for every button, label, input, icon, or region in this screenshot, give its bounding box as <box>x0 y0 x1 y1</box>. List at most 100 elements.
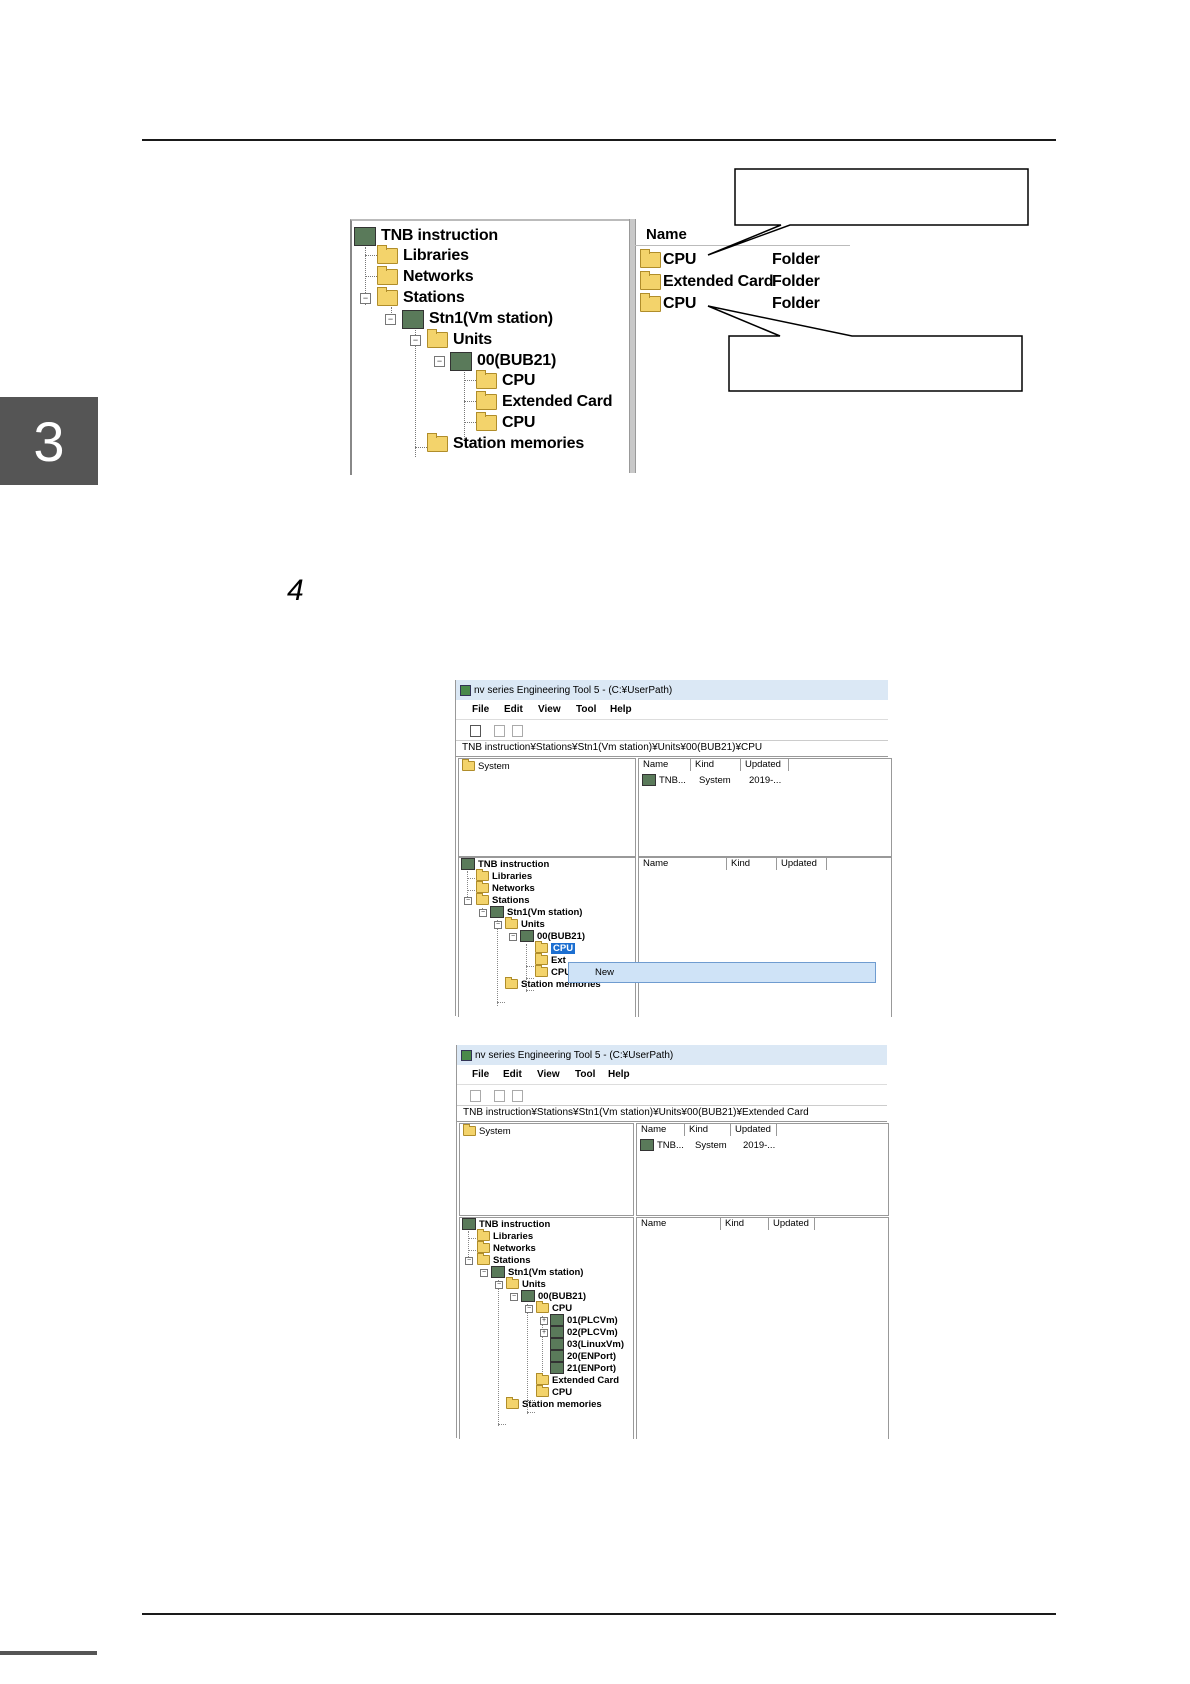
tree-item-vm[interactable]: 02(PLCVm) <box>550 1326 618 1338</box>
toolbar <box>457 1085 887 1106</box>
list-item[interactable]: TNB... System 2019-... <box>642 774 781 786</box>
menu-file[interactable]: File <box>472 1069 490 1080</box>
tree-item-cpu[interactable]: CPU <box>476 370 535 391</box>
tree-item-stations[interactable]: Stations <box>477 1253 530 1266</box>
column-header-kind[interactable]: Kind <box>727 858 777 870</box>
column-header-updated[interactable]: Updated <box>777 858 827 870</box>
tree-item-cpu[interactable]: CPU <box>536 1385 572 1398</box>
tree-item-extended-card[interactable]: Extended Card <box>536 1373 619 1386</box>
tree-root[interactable]: TNB instruction <box>461 858 549 870</box>
tree-item-libraries[interactable]: Libraries <box>377 245 469 266</box>
tree-item-unit[interactable]: 00(BUB21) <box>450 351 556 371</box>
tree-item-networks[interactable]: Networks <box>377 266 474 287</box>
column-header-kind[interactable]: Kind <box>685 1124 731 1136</box>
tree-item-networks[interactable]: Networks <box>476 881 535 894</box>
collapse-icon[interactable]: − <box>410 335 421 346</box>
tree-item-libraries[interactable]: Libraries <box>477 1229 533 1242</box>
tree-item-port[interactable]: 21(ENPort) <box>550 1362 616 1374</box>
tree-item-cpu[interactable]: CPU <box>536 1301 572 1314</box>
menu-view[interactable]: View <box>538 704 561 715</box>
list-item[interactable]: TNB... System 2019-... <box>640 1139 775 1151</box>
column-header-kind[interactable]: Kind <box>721 1218 769 1230</box>
tree-item-units[interactable]: Units <box>427 329 492 350</box>
column-header-kind[interactable]: Kind <box>691 759 741 771</box>
menu-tool[interactable]: Tool <box>575 1069 596 1080</box>
collapse-icon[interactable]: − <box>495 1281 503 1289</box>
tree-item-cpu[interactable]: CPU <box>535 965 571 978</box>
collapse-icon[interactable]: − <box>510 1293 518 1301</box>
tree-item-port[interactable]: 20(ENPort) <box>550 1350 616 1362</box>
pane-splitter[interactable] <box>629 219 636 473</box>
menu-help[interactable]: Help <box>608 1069 630 1080</box>
column-header-updated[interactable]: Updated <box>731 1124 777 1136</box>
collapse-icon[interactable]: − <box>385 314 396 325</box>
tree-item-label: Extended Card <box>502 393 613 410</box>
tree-item-stations[interactable]: Stations <box>476 893 529 906</box>
menu-edit[interactable]: Edit <box>504 704 523 715</box>
tree-item-unit[interactable]: 00(BUB21) <box>520 930 585 942</box>
tree-item-libraries[interactable]: Libraries <box>476 869 532 882</box>
tree-item-station[interactable]: Stn1(Vm station) <box>490 906 582 918</box>
tree-item-cpu-selected[interactable]: CPU <box>535 941 576 954</box>
column-header-updated[interactable]: Updated <box>769 1218 815 1230</box>
tree-root[interactable]: TNB instruction <box>354 226 498 246</box>
tree-root[interactable]: TNB instruction <box>462 1218 550 1230</box>
window-title: nv series Engineering Tool 5 - (C:¥UserP… <box>475 1049 674 1061</box>
tree-item-unit[interactable]: 00(BUB21) <box>521 1290 586 1302</box>
tree-item-extended-card[interactable]: Extended Card <box>476 391 613 412</box>
column-header-name[interactable]: Name <box>639 759 691 771</box>
tree-item-station-memories[interactable]: Station memories <box>505 977 601 990</box>
tree-item-station[interactable]: Stn1(Vm station) <box>402 309 553 329</box>
tree-item-networks[interactable]: Networks <box>477 1241 536 1254</box>
tree-item-station-memories[interactable]: Station memories <box>427 433 584 454</box>
menu-view[interactable]: View <box>537 1069 560 1080</box>
column-header-updated[interactable]: Updated <box>741 759 789 771</box>
expand-icon[interactable]: + <box>540 1317 548 1325</box>
menu-tool[interactable]: Tool <box>576 704 597 715</box>
list-pane: Name CPU Folder Extended Card Folder CPU… <box>635 219 850 473</box>
list-item[interactable]: CPU <box>640 293 696 314</box>
copy-icon[interactable] <box>494 1090 505 1102</box>
tree-item-system[interactable]: System <box>462 759 510 772</box>
new-file-icon[interactable] <box>470 1090 481 1102</box>
column-header-name[interactable]: Name <box>637 1124 685 1136</box>
collapse-icon[interactable]: − <box>479 909 487 917</box>
collapse-icon[interactable]: − <box>465 1257 473 1265</box>
tree-item-vm[interactable]: 01(PLCVm) <box>550 1314 618 1326</box>
copy-icon[interactable] <box>494 725 505 737</box>
tree-item-cpu[interactable]: CPU <box>476 412 535 433</box>
column-header-name[interactable]: Name <box>637 1218 721 1230</box>
paste-icon[interactable] <box>512 725 523 737</box>
tree-item-system[interactable]: System <box>463 1124 511 1137</box>
app-screenshot-context-menu: nv series Engineering Tool 5 - (C:¥UserP… <box>455 680 892 1017</box>
context-menu-new[interactable]: New <box>595 967 615 978</box>
app-icon <box>461 1049 472 1061</box>
vm-icon <box>550 1314 564 1326</box>
menu-help[interactable]: Help <box>610 704 632 715</box>
collapse-icon[interactable]: − <box>464 897 472 905</box>
new-file-icon[interactable] <box>470 725 481 737</box>
footer-tab-line <box>0 1651 97 1655</box>
tree-item-units[interactable]: Units <box>506 1277 546 1290</box>
tree-item-label: Ext <box>551 954 566 966</box>
collapse-icon[interactable]: − <box>509 933 517 941</box>
collapse-icon[interactable]: − <box>434 356 445 367</box>
tree-item-extended-card[interactable]: Ext <box>535 953 566 966</box>
expand-icon[interactable]: + <box>540 1329 548 1337</box>
menu-edit[interactable]: Edit <box>503 1069 522 1080</box>
collapse-icon[interactable]: − <box>525 1305 533 1313</box>
collapse-icon[interactable]: − <box>480 1269 488 1277</box>
tree-item-units[interactable]: Units <box>505 917 545 930</box>
tree-item-station-memories[interactable]: Station memories <box>506 1397 602 1410</box>
column-header-name[interactable]: Name <box>639 858 727 870</box>
tree-item-stations[interactable]: Stations <box>377 287 465 308</box>
tree-item-station[interactable]: Stn1(Vm station) <box>491 1266 583 1278</box>
list-item[interactable]: Extended Card <box>640 271 774 292</box>
column-header-name[interactable]: Name <box>646 226 687 243</box>
menu-file[interactable]: File <box>472 704 490 715</box>
paste-icon[interactable] <box>512 1090 523 1102</box>
tree-item-vm[interactable]: 03(LinuxVm) <box>550 1338 624 1350</box>
list-item[interactable]: CPU <box>640 249 696 270</box>
collapse-icon[interactable]: − <box>360 293 371 304</box>
collapse-icon[interactable]: − <box>494 921 502 929</box>
